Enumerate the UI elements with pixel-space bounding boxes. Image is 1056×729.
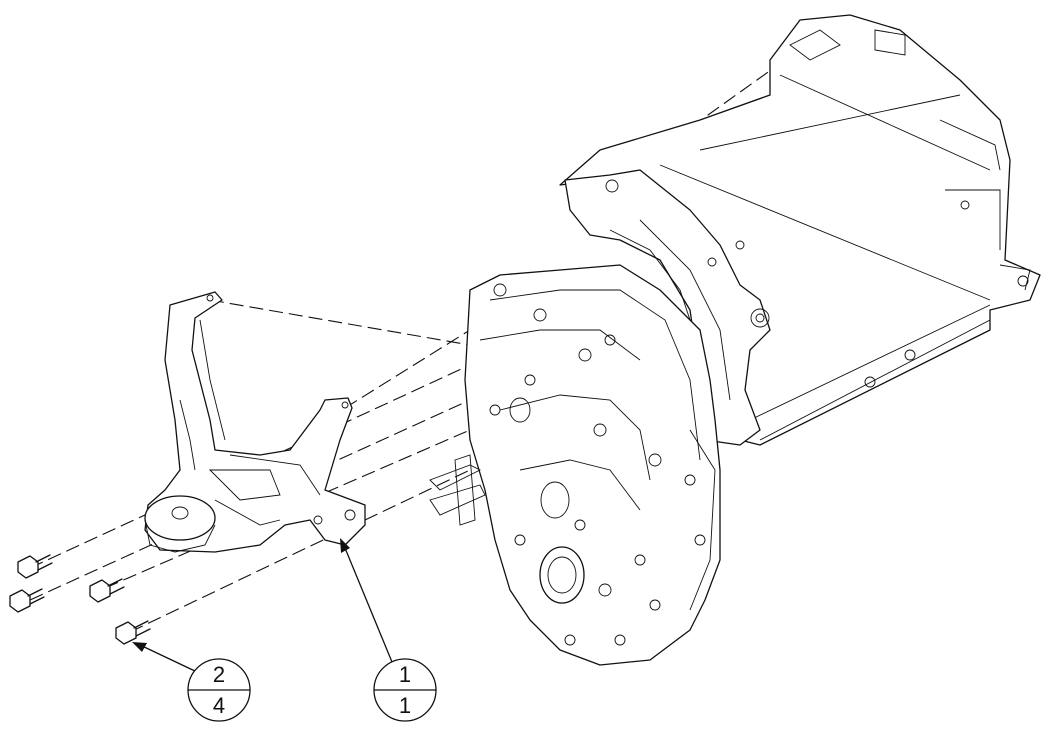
- gearbox-housing: [429, 264, 721, 666]
- item-balloon: 2 4: [187, 658, 251, 722]
- leader-lines: [132, 538, 393, 673]
- balloon-quantity: 1: [399, 693, 411, 718]
- bolt: [115, 620, 151, 645]
- mount-bracket: [144, 291, 366, 553]
- balloon-item-number: 1: [399, 662, 411, 687]
- bolts: [9, 554, 151, 645]
- bolt: [9, 588, 45, 613]
- bolt: [17, 554, 53, 579]
- bolt: [89, 578, 125, 603]
- balloon-item-number: 2: [213, 662, 225, 687]
- item-balloon: 1 1: [373, 658, 437, 722]
- balloon-quantity: 4: [213, 693, 225, 718]
